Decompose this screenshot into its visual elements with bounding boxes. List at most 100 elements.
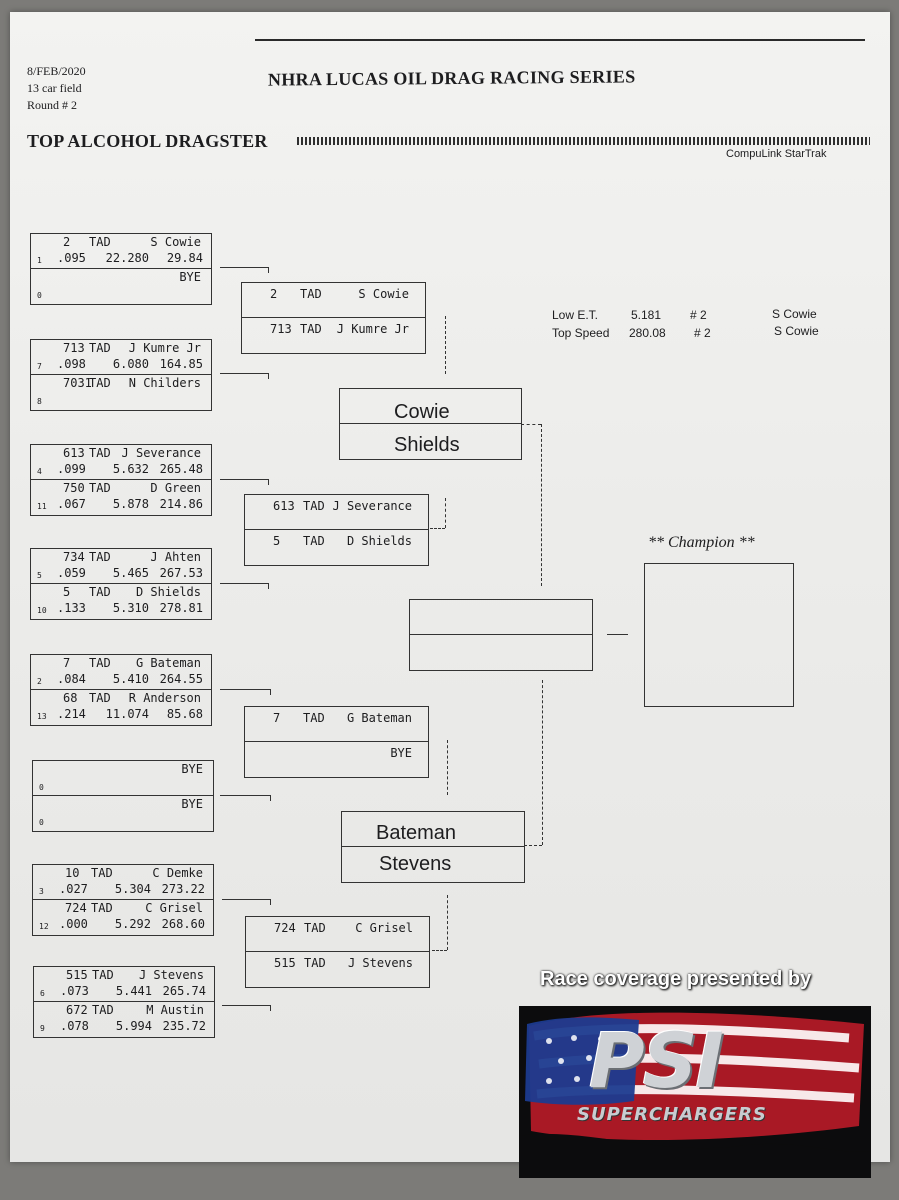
series-title: NHRA LUCAS OIL DRAG RACING SERIES [267, 66, 636, 90]
semifinal-2-top-driver: Bateman [376, 822, 457, 844]
lane-number: 0 [37, 291, 42, 300]
car-number: 515 [274, 956, 296, 970]
r1-connector-1 [220, 267, 268, 268]
top-rule [255, 39, 865, 41]
speed-mph: 29.84 [166, 251, 203, 265]
elapsed-time: 5.304 [114, 882, 151, 896]
elapsed-time: 5.878 [112, 497, 149, 511]
speed-mph: 214.86 [159, 497, 203, 511]
semifinal-box-1: Cowie Shields [339, 388, 522, 460]
r1-connector-tick-3 [268, 479, 269, 485]
car-number: 724 [274, 921, 296, 935]
r1-connector-tick-2 [268, 373, 269, 379]
driver-name: J Ahten [150, 550, 201, 564]
elapsed-time: 22.280 [105, 251, 149, 265]
car-number: 734 [63, 550, 85, 564]
car-number: 672 [66, 1003, 88, 1017]
speed-mph: 267.53 [159, 566, 203, 580]
r1-connector-tick-4 [268, 583, 269, 589]
reaction-time: .095 [57, 251, 86, 265]
reaction-time: .133 [57, 601, 86, 615]
speed-mph: 265.48 [159, 462, 203, 476]
semifinal-1-bottom-driver: Shields [394, 434, 460, 456]
reaction-time: .073 [60, 984, 89, 998]
reaction-time: .059 [57, 566, 86, 580]
lane-number: 10 [37, 606, 47, 615]
r2-dash-2h [430, 528, 445, 529]
car-number: 750 [63, 481, 85, 495]
car-number: 613 [63, 446, 85, 460]
car-number: 724 [65, 901, 87, 915]
car-number: 7 [63, 656, 71, 670]
driver-name: S Cowie [358, 287, 409, 301]
elapsed-time: 5.994 [115, 1019, 152, 1033]
speed-mph: 235.72 [162, 1019, 206, 1033]
top-speed-car: # 2 [694, 326, 711, 340]
semifinal-box-2: Bateman Stevens [341, 811, 525, 883]
lane-number: 8 [37, 397, 42, 406]
r2-dash-4 [447, 895, 448, 950]
lane-number: 7 [37, 362, 42, 371]
car-class: TAD [303, 534, 325, 548]
car-number: 7 [273, 711, 281, 725]
champion-label: ** Champion ** [648, 534, 755, 551]
car-class: TAD [89, 376, 111, 390]
lane-number: 0 [39, 783, 44, 792]
car-number: 68 [63, 691, 78, 705]
lane-number: 13 [37, 712, 47, 721]
psi-superchargers-logo: PSI SUPERCHARGERS [519, 1006, 871, 1178]
semi2-dash-h [524, 845, 542, 846]
reaction-time: .078 [60, 1019, 89, 1033]
reaction-time: .214 [57, 707, 86, 721]
driver-name: J Severance [332, 499, 412, 513]
elapsed-time: 5.410 [112, 672, 149, 686]
car-class: TAD [300, 322, 322, 336]
lane-number: 5 [37, 571, 42, 580]
driver-name: S Cowie [150, 235, 201, 249]
reaction-time: .084 [57, 672, 86, 686]
field-size-label: 13 car field [27, 81, 82, 95]
driver-name: G Bateman [135, 656, 201, 670]
final-to-champion-line [607, 634, 628, 635]
driver-name: BYE [179, 270, 201, 284]
lane-number: 9 [40, 1024, 45, 1033]
r1-connector-3 [220, 479, 268, 480]
driver-name: C Grisel [355, 921, 413, 935]
r1-connector-6 [220, 795, 270, 796]
top-speed-driver: S Cowie [774, 324, 819, 338]
r1-connector-8 [222, 1005, 270, 1006]
reaction-time: .027 [59, 882, 88, 896]
car-number: 713 [270, 322, 292, 336]
lane-number: 2 [37, 677, 42, 686]
r1-connector-5 [220, 689, 270, 690]
elapsed-time: 11.074 [105, 707, 149, 721]
driver-name: J Stevens [138, 968, 204, 982]
driver-name: J Stevens [347, 956, 413, 970]
psi-logo-text: PSI [589, 1016, 724, 1105]
elapsed-time: 5.310 [112, 601, 149, 615]
title-hatch-rule [297, 137, 870, 145]
driver-name: D Green [150, 481, 201, 495]
elapsed-time: 5.632 [112, 462, 149, 476]
lane-number: 3 [39, 887, 44, 896]
low-et-car: # 2 [690, 308, 707, 322]
top-speed-value: 280.08 [629, 326, 666, 340]
final-box [409, 599, 593, 671]
car-class: TAD [89, 341, 111, 355]
driver-name: C Grisel [145, 901, 203, 915]
r1-connector-tick-1 [268, 267, 269, 273]
car-class: TAD [89, 446, 111, 460]
car-class: TAD [92, 968, 114, 982]
car-class: TAD [91, 901, 113, 915]
car-class: TAD [92, 1003, 114, 1017]
car-class: TAD [89, 550, 111, 564]
speed-mph: 85.68 [166, 707, 203, 721]
driver-name: D Shields [346, 534, 412, 548]
car-class: TAD [300, 287, 322, 301]
